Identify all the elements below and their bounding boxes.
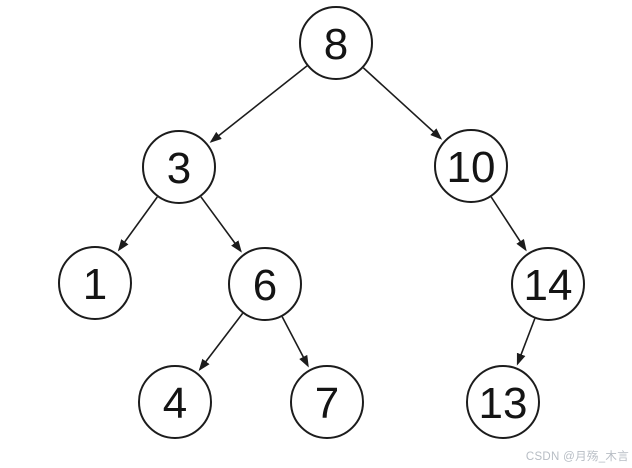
node-label: 4 <box>163 379 187 428</box>
node-circle <box>58 246 132 320</box>
node-label: 10 <box>447 143 496 192</box>
edge-3-6 <box>200 196 242 253</box>
tree-node-1: 1 <box>58 246 132 320</box>
node-label: 8 <box>324 20 348 69</box>
tree-node-4: 4 <box>138 365 212 439</box>
node-circle <box>299 6 373 80</box>
tree-node-3: 3 <box>142 130 216 204</box>
edge-10-14 <box>490 196 527 252</box>
node-circle <box>228 247 302 321</box>
node-label: 6 <box>253 261 277 310</box>
node-circle <box>138 365 212 439</box>
nodes-layer: 8 3 10 1 6 14 4 7 13 <box>58 6 585 439</box>
tree-node-14: 14 <box>511 247 585 321</box>
tree-node-8: 8 <box>299 6 373 80</box>
tree-node-6: 6 <box>228 247 302 321</box>
node-label: 1 <box>83 260 107 309</box>
node-circle <box>434 129 508 203</box>
tree-node-7: 7 <box>290 365 364 439</box>
node-circle <box>511 247 585 321</box>
edge-8-10 <box>362 67 443 140</box>
tree-node-10: 10 <box>434 129 508 203</box>
watermark: CSDN @月殇_木言 <box>525 451 629 463</box>
edge-6-7 <box>281 316 309 368</box>
edge-14-13 <box>516 318 536 366</box>
edge-8-3 <box>209 65 308 143</box>
node-label: 13 <box>479 379 528 428</box>
node-circle <box>466 365 540 439</box>
node-label: 3 <box>167 144 191 193</box>
edge-6-4 <box>198 312 244 371</box>
node-circle <box>290 365 364 439</box>
tree-node-13: 13 <box>466 365 540 439</box>
node-circle <box>142 130 216 204</box>
node-label: 7 <box>315 379 339 428</box>
node-label: 14 <box>524 261 573 310</box>
edges-layer <box>117 65 536 371</box>
edge-3-1 <box>117 196 158 252</box>
